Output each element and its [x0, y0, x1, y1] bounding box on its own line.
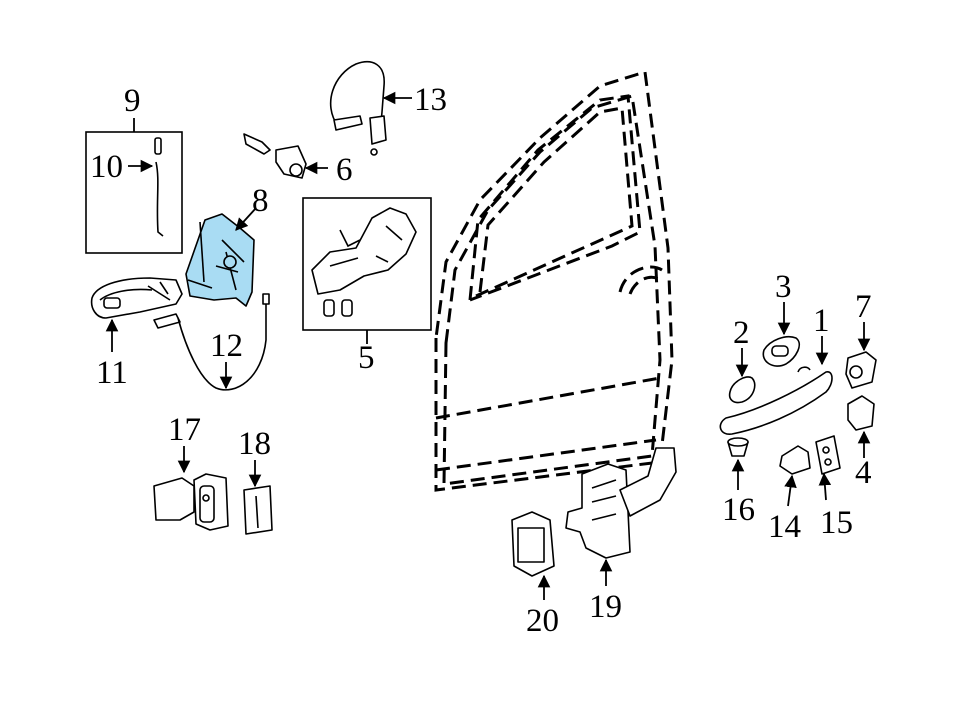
- part-18-clip: [243, 485, 273, 535]
- door-outline: [434, 70, 674, 492]
- part-13-cable: [329, 61, 387, 156]
- callout-3: 3: [775, 269, 792, 305]
- part-20-bracket: [511, 511, 555, 577]
- callout-9: 9: [124, 83, 141, 119]
- callout-11: 11: [96, 355, 128, 391]
- callout-14: 14: [768, 509, 801, 545]
- part-8-latch: [185, 213, 255, 307]
- part-1-outer-handle: [719, 366, 833, 435]
- part-10-rod: [154, 137, 164, 237]
- part-15-plate: [815, 435, 841, 475]
- leader-lines: [105, 91, 871, 600]
- callout-10: 10: [90, 149, 123, 185]
- part-11-inner-handle: [90, 277, 183, 319]
- callout-4: 4: [855, 455, 872, 491]
- callout-13: 13: [414, 82, 447, 118]
- callout-numbers: 1 2 3 4 5 6 7 8 9 10 11 12 13 14 15 16 1…: [90, 82, 872, 639]
- callout-5: 5: [358, 340, 375, 376]
- callout-19: 19: [589, 589, 622, 625]
- part-19-door-check: [565, 447, 677, 559]
- part-3-escutcheon: [762, 335, 801, 367]
- callout-8: 8: [252, 183, 269, 219]
- callout-17: 17: [168, 412, 201, 448]
- part-16-grommet: [727, 437, 749, 457]
- callout-18: 18: [238, 426, 271, 462]
- part-7-cap: [845, 351, 877, 389]
- callout-12: 12: [210, 328, 243, 364]
- callout-7: 7: [855, 289, 872, 325]
- part-12-cable: [153, 293, 270, 391]
- callout-20: 20: [526, 603, 559, 639]
- part-9-box: [85, 118, 183, 254]
- part-17-hinge: [153, 473, 229, 531]
- callout-2: 2: [733, 315, 750, 351]
- callout-6: 6: [336, 152, 353, 188]
- callout-1: 1: [813, 303, 830, 339]
- part-4-cap: [847, 395, 875, 431]
- part-2-cover: [728, 376, 756, 404]
- part-14-bracket: [779, 445, 811, 475]
- part-5-box: [302, 197, 432, 344]
- callout-15: 15: [820, 505, 853, 541]
- callout-16: 16: [722, 492, 755, 528]
- part-6-actuator: [243, 133, 307, 179]
